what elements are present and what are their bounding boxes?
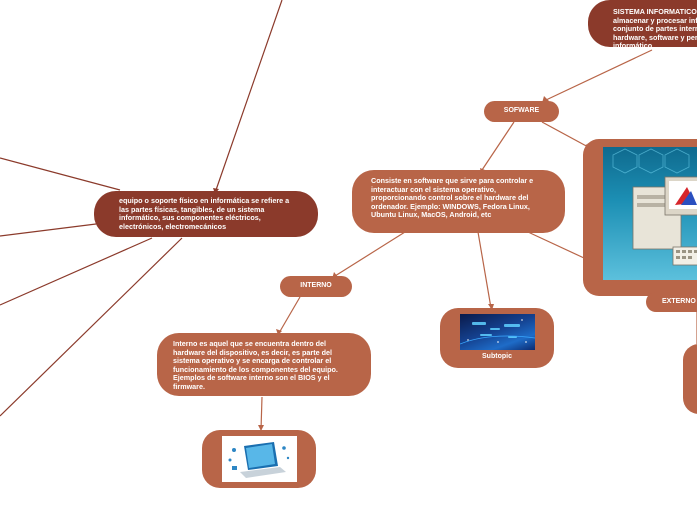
arrowhead-laptop xyxy=(258,425,264,431)
sofware-node[interactable]: SOFWARE xyxy=(484,101,559,122)
interno-label: INTERNO xyxy=(300,282,332,290)
data-network-image-icon xyxy=(460,314,535,350)
interno-definition-node[interactable]: Interno es aquel que se encuentra dentro… xyxy=(157,333,371,396)
interno-node[interactable]: INTERNO xyxy=(280,276,352,297)
connector-hardware-left-3 xyxy=(0,237,153,306)
sistema-informatico-node[interactable]: SISTEMA INFORMATICO: permite almacenar y… xyxy=(588,0,697,47)
externo-child-node[interactable] xyxy=(683,344,697,414)
software-definition-text: Consiste en software que sirve para cont… xyxy=(371,176,534,220)
subtopic-label: Subtopic xyxy=(482,353,512,360)
computer-illustration-icon xyxy=(603,147,697,280)
connector-top-to-hardware xyxy=(215,0,283,191)
externo-label: EXTERNO xyxy=(662,297,696,305)
computer-illustration-node[interactable] xyxy=(583,139,697,296)
connector-definition-to-computer xyxy=(527,231,585,259)
interno-definition-text: Interno es aquel que se encuentra dentro… xyxy=(173,339,338,391)
connector-definition-to-subtopic xyxy=(477,231,492,309)
connector-definition-to-interno xyxy=(334,231,406,277)
connector-hardware-left-2 xyxy=(0,223,97,237)
connector-sofware-to-computer xyxy=(541,121,591,149)
connector-interno-to-definition xyxy=(278,296,301,334)
connector-hardware-left-4 xyxy=(0,237,183,417)
externo-node[interactable]: EXTERNO xyxy=(646,292,697,312)
connector-interno-def-to-image xyxy=(260,396,263,431)
laptop-image-icon xyxy=(222,436,297,482)
software-definition-node[interactable]: Consiste en software que sirve para cont… xyxy=(352,170,565,233)
hardware-text: equipo o soporte físico en informática s… xyxy=(119,196,290,231)
laptop-graphic xyxy=(228,442,290,478)
subtopic-node[interactable]: Subtopic xyxy=(440,308,554,368)
connector-sistema-to-sofware xyxy=(545,49,653,101)
laptop-image-node[interactable] xyxy=(202,430,316,488)
sofware-label: SOFWARE xyxy=(503,107,540,115)
data-network-graphic xyxy=(460,319,535,345)
connector-hardware-left-1 xyxy=(0,157,121,191)
connector-sofware-to-definition xyxy=(481,121,515,171)
sistema-informatico-text: SISTEMA INFORMATICO: permite almacenar y… xyxy=(613,7,697,47)
computer-graphic xyxy=(612,148,697,266)
hardware-node[interactable]: equipo o soporte físico en informática s… xyxy=(94,191,318,237)
